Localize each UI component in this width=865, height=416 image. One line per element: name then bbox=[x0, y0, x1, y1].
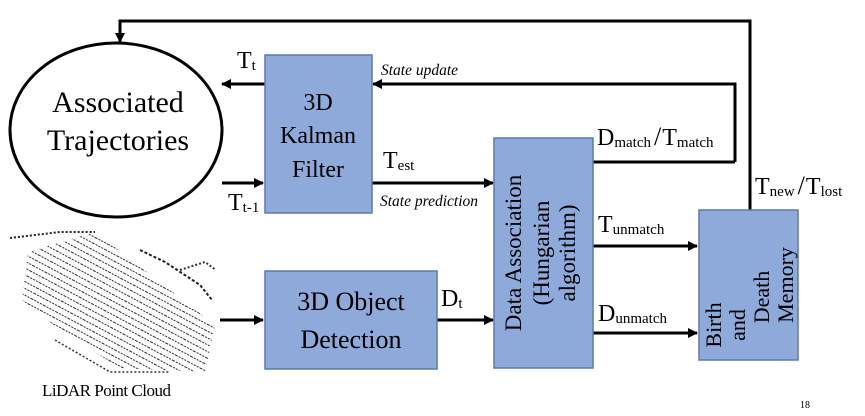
kalman-line1: 3D bbox=[303, 90, 332, 116]
label-t-unmatch: Tunmatch bbox=[598, 212, 665, 238]
label-d-unmatch: Dunmatch bbox=[598, 301, 667, 327]
label-d-t: Dt bbox=[441, 286, 463, 312]
birth-line4: Memory bbox=[773, 247, 798, 323]
label-t-t-1: Tt-1 bbox=[228, 190, 259, 216]
birth-line3: Death bbox=[749, 271, 774, 324]
birth-death-memory-node: Birth and Death Memory bbox=[698, 209, 799, 361]
flow-labels: Tt Tt-1 Test Dt Dmatch/Tmatch Tunmatch D… bbox=[42, 48, 843, 411]
object-detection-node: 3D Object Detection bbox=[264, 270, 438, 370]
data-association-node: Data Association (Hungarian algorithm) bbox=[493, 137, 594, 369]
association-line1: Data Association bbox=[501, 174, 526, 331]
arrow-state-update bbox=[372, 79, 737, 162]
trajectories-line1: Associated bbox=[52, 86, 184, 119]
label-tnew-tlost: Tnew/Tlost bbox=[755, 171, 843, 200]
birth-line2: and bbox=[725, 309, 750, 341]
label-state-prediction: State prediction bbox=[380, 193, 478, 210]
label-t-t: Tt bbox=[237, 48, 257, 74]
label-lidar: LiDAR Point Cloud bbox=[42, 381, 171, 400]
label-t-est: Test bbox=[383, 148, 415, 174]
detection-line1: 3D Object bbox=[297, 287, 405, 316]
lidar-point-cloud-image bbox=[9, 231, 217, 373]
label-dmatch-tmatch: Dmatch/Tmatch bbox=[597, 122, 714, 151]
kalman-line3: Filter bbox=[292, 157, 344, 183]
feedback-arrow-new-lost bbox=[115, 19, 752, 210]
birth-line1: Birth bbox=[701, 302, 726, 347]
association-line2: (Hungarian bbox=[529, 200, 554, 305]
trajectories-line2: Trajectories bbox=[47, 124, 189, 157]
label-state-update: State update bbox=[381, 62, 458, 79]
kalman-filter-node: 3D Kalman Filter bbox=[264, 54, 373, 214]
detection-line2: Detection bbox=[300, 325, 401, 354]
association-line3: algorithm) bbox=[555, 204, 580, 301]
connector-lines bbox=[115, 19, 752, 338]
kalman-line2: Kalman bbox=[280, 123, 356, 149]
page-number: 18 bbox=[800, 400, 810, 411]
associated-trajectories-node: Associated Trajectories bbox=[8, 41, 224, 219]
